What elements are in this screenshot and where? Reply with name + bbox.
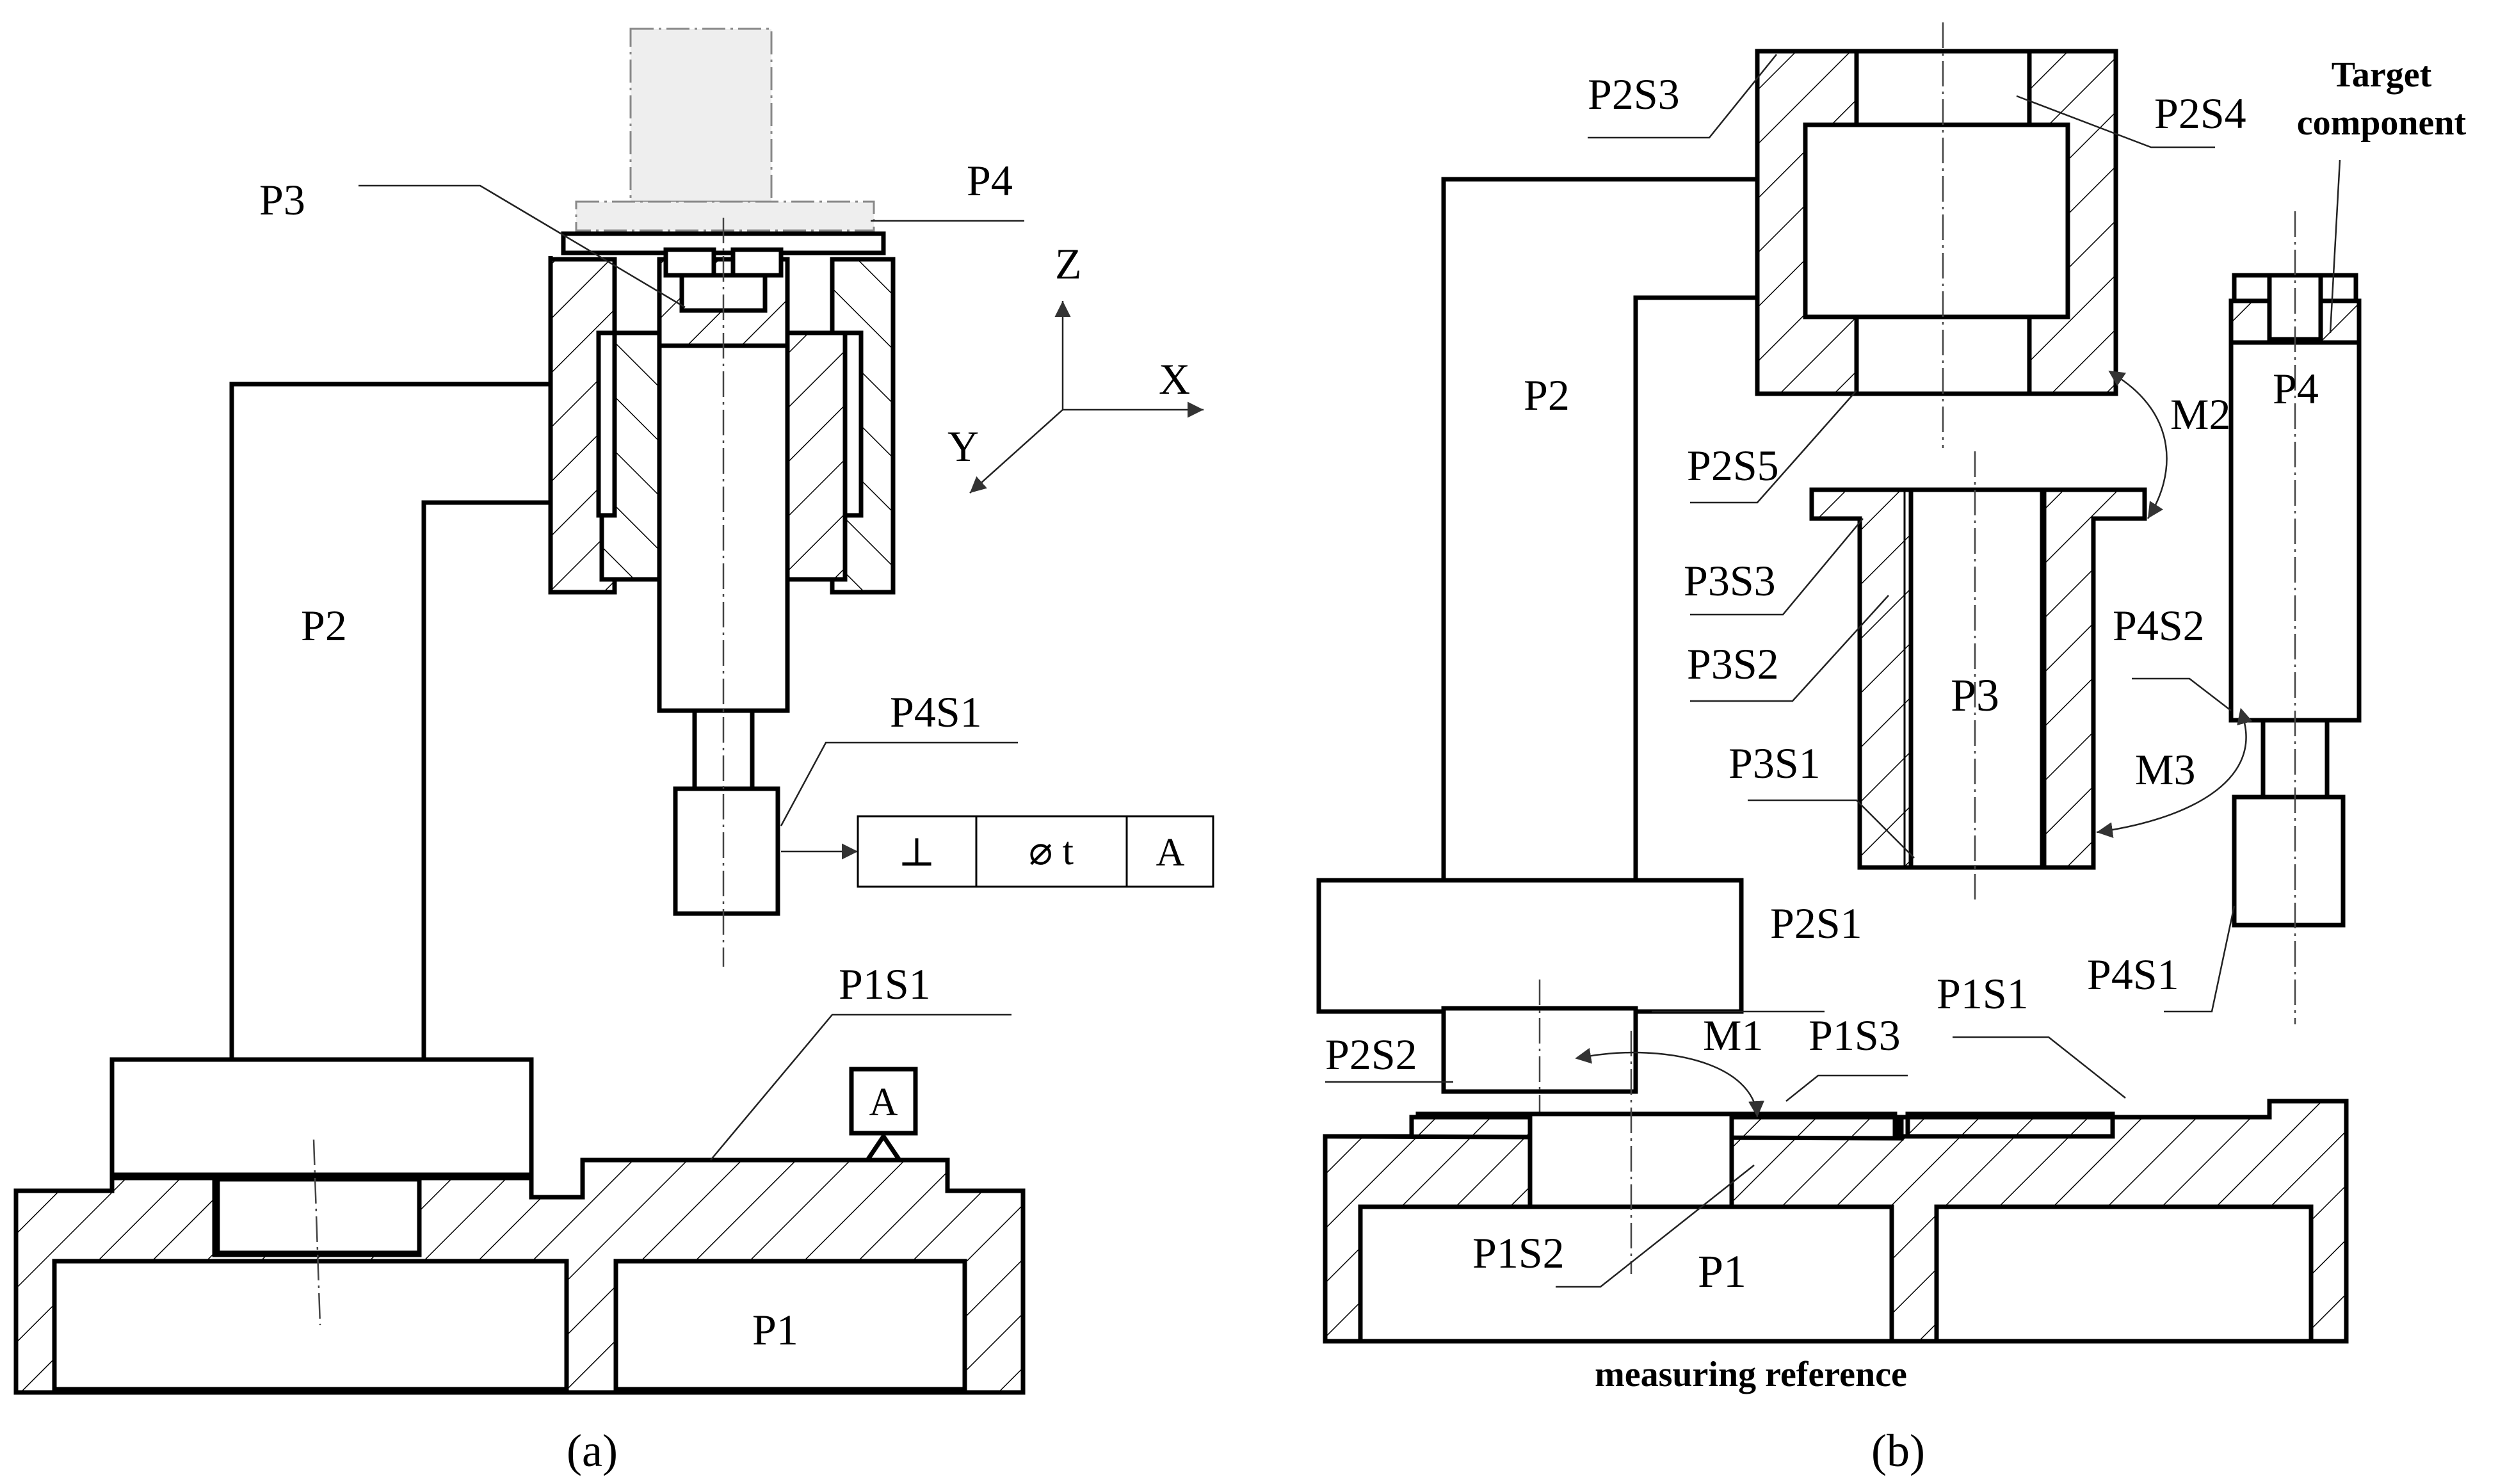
datum-triangle (866, 1132, 901, 1161)
p2-outer-edge (229, 256, 553, 1060)
tolerance-datum: A (1156, 831, 1185, 875)
label-b-p4s2: P4S2 (2113, 601, 2205, 650)
datum-a-label: A (869, 1081, 898, 1124)
label-b-p3s2: P3S2 (1687, 640, 1779, 688)
label-a-p1s1: P1S1 (839, 960, 931, 1008)
p2-inner-edge (421, 500, 551, 1060)
part-ghost-tool (575, 28, 875, 232)
p2-foot (109, 1057, 534, 1177)
part-housing (548, 231, 896, 595)
label-b-p3s3: P3S3 (1684, 556, 1776, 605)
label-b-p3: P3 (1951, 670, 1999, 721)
label-b-target-2: component (2297, 103, 2467, 143)
part-b-p1 (1323, 1031, 2349, 1344)
p4s1-tip (673, 786, 780, 916)
label-b-p1: P1 (1698, 1246, 1746, 1297)
label-b-p1s3: P1S3 (1809, 1011, 1901, 1060)
caption-a: (a) (567, 1425, 618, 1476)
label-b-p2s3: P2S3 (1588, 70, 1680, 118)
p2-centerline (312, 1139, 321, 1326)
coordinate-axes: Z X Y (947, 239, 1204, 494)
label-b-m3: M3 (2135, 745, 2195, 794)
label-b-p2s1: P2S1 (1770, 899, 1862, 948)
label-b-p2: P2 (1524, 371, 1570, 419)
b-p4s1-tip (2232, 794, 2346, 928)
label-b-m1: M1 (1703, 1011, 1763, 1060)
p1-left-cavity (52, 1259, 569, 1392)
p1-right-cavity (613, 1259, 967, 1392)
label-a-p4: P4 (967, 156, 1013, 205)
y-axis (969, 409, 1063, 494)
label-a-p1: P1 (752, 1305, 798, 1354)
label-b-target-1: Target (2332, 55, 2432, 95)
p1-center-pocket (215, 1177, 422, 1255)
perpendicularity-symbol: ⊥ (898, 831, 935, 875)
datum-box (849, 1067, 918, 1136)
part-p2-column (109, 256, 553, 1326)
label-b-p1s2: P1S2 (1472, 1229, 1565, 1277)
figure-a: A (13, 28, 1214, 1476)
label-b-p2s5: P2S5 (1687, 441, 1779, 490)
label-b-p4s1: P4S1 (2087, 950, 2179, 999)
figure-b: P2S3 P2S4 Target component P2 P4 P2S5 M2… (1316, 22, 2467, 1476)
label-a-p2: P2 (301, 601, 347, 650)
y-axis-label: Y (947, 422, 979, 471)
label-b-p3s1: P3S1 (1728, 739, 1821, 787)
b-p2-plate (1316, 878, 1744, 1014)
m3-arrow (2096, 707, 2253, 838)
label-b-measuring-reference: measuring reference (1595, 1355, 1907, 1394)
x-axis-label: X (1159, 355, 1190, 403)
b-p1-left-cavity (1358, 1204, 1894, 1344)
part-p3-shaft (657, 218, 790, 967)
z-axis-label: Z (1055, 239, 1082, 288)
b-p3-bore (1908, 487, 2045, 870)
label-b-p2s4: P2S4 (2154, 89, 2246, 138)
part-b-p4 (2228, 211, 2362, 1024)
caption-b: (b) (1871, 1425, 1925, 1476)
part-b-p2 (1316, 22, 2118, 1146)
part-b-p3 (1809, 451, 2147, 903)
label-b-p1s1: P1S1 (1937, 969, 2029, 1018)
tolerance-value: ⌀ t (1029, 830, 1074, 873)
tolerance-frame: ⊥ ⌀ t A (781, 815, 1214, 888)
ghost-spindle (629, 28, 773, 203)
part-p1-base: A (13, 1067, 1026, 1395)
label-b-p4: P4 (2273, 364, 2319, 413)
label-a-p4s1: P4S1 (890, 688, 982, 736)
ghost-flange (575, 200, 875, 232)
label-b-m2: M2 (2170, 390, 2230, 439)
m2-arrow (2108, 370, 2168, 519)
label-a-p3: P3 (259, 175, 305, 224)
label-b-p2s2: P2S2 (1325, 1030, 1417, 1079)
m1-arrow (1575, 1047, 1764, 1118)
b-p1-right-cavity (1934, 1204, 2314, 1344)
